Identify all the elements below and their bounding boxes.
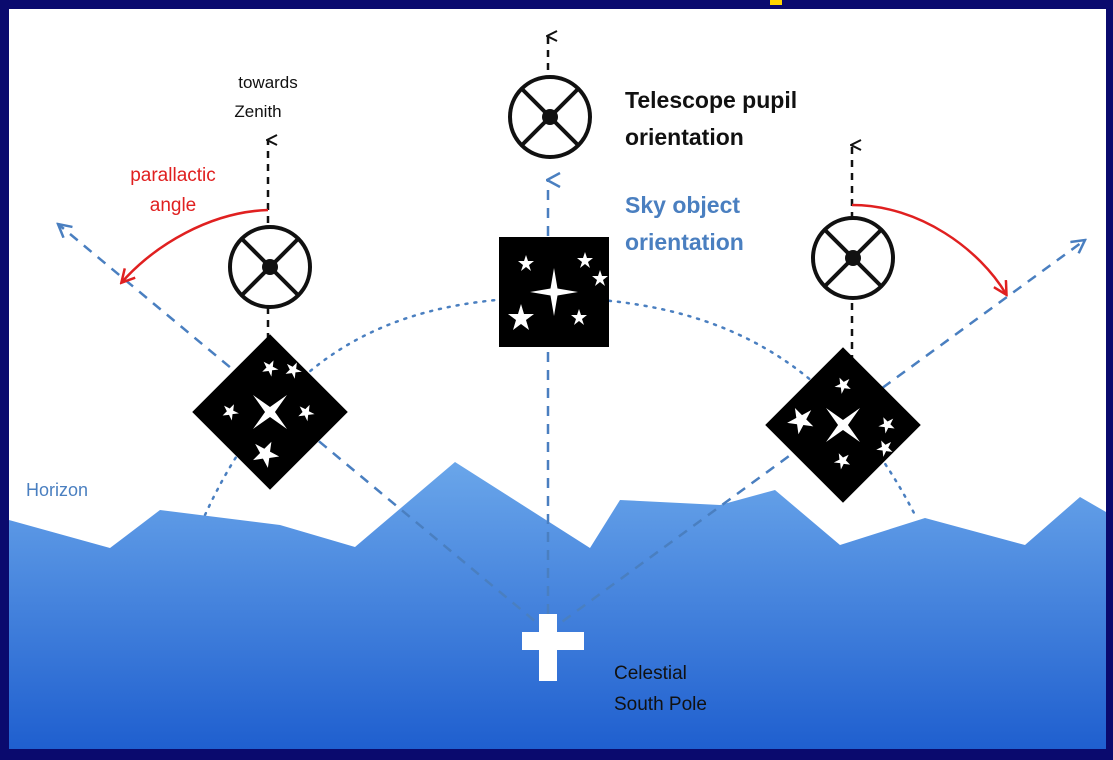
right-parallactic-arc (851, 203, 1006, 294)
telescope-pupil-label: Telescope pupil (625, 87, 797, 113)
celestial-pole-label: South Pole (614, 694, 707, 715)
towards-zenith-label: towards (238, 73, 298, 92)
celestial-pole-cross-icon (522, 614, 584, 681)
parallactic-angle-label: parallactic (130, 165, 216, 186)
telescope-pupil-icon (228, 225, 312, 309)
horizon-label: Horizon (26, 480, 88, 500)
left-parallactic-arc (122, 208, 269, 282)
left-sky-axis (58, 224, 549, 633)
parallactic-angle-label: angle (150, 195, 197, 216)
towards-zenith-label: Zenith (234, 102, 281, 121)
telescope-pupil-label: orientation (625, 124, 744, 150)
telescope-pupil-icon (811, 216, 895, 300)
top-edge-marker (770, 0, 782, 5)
sky-object-label: Sky object (625, 192, 740, 218)
telescope-pupil-icon (508, 75, 592, 159)
star-field-icon (499, 237, 609, 347)
horizon-ground (9, 462, 1106, 749)
celestial-pole-label: Celestial (614, 663, 687, 684)
sky-object-label: orientation (625, 229, 744, 255)
